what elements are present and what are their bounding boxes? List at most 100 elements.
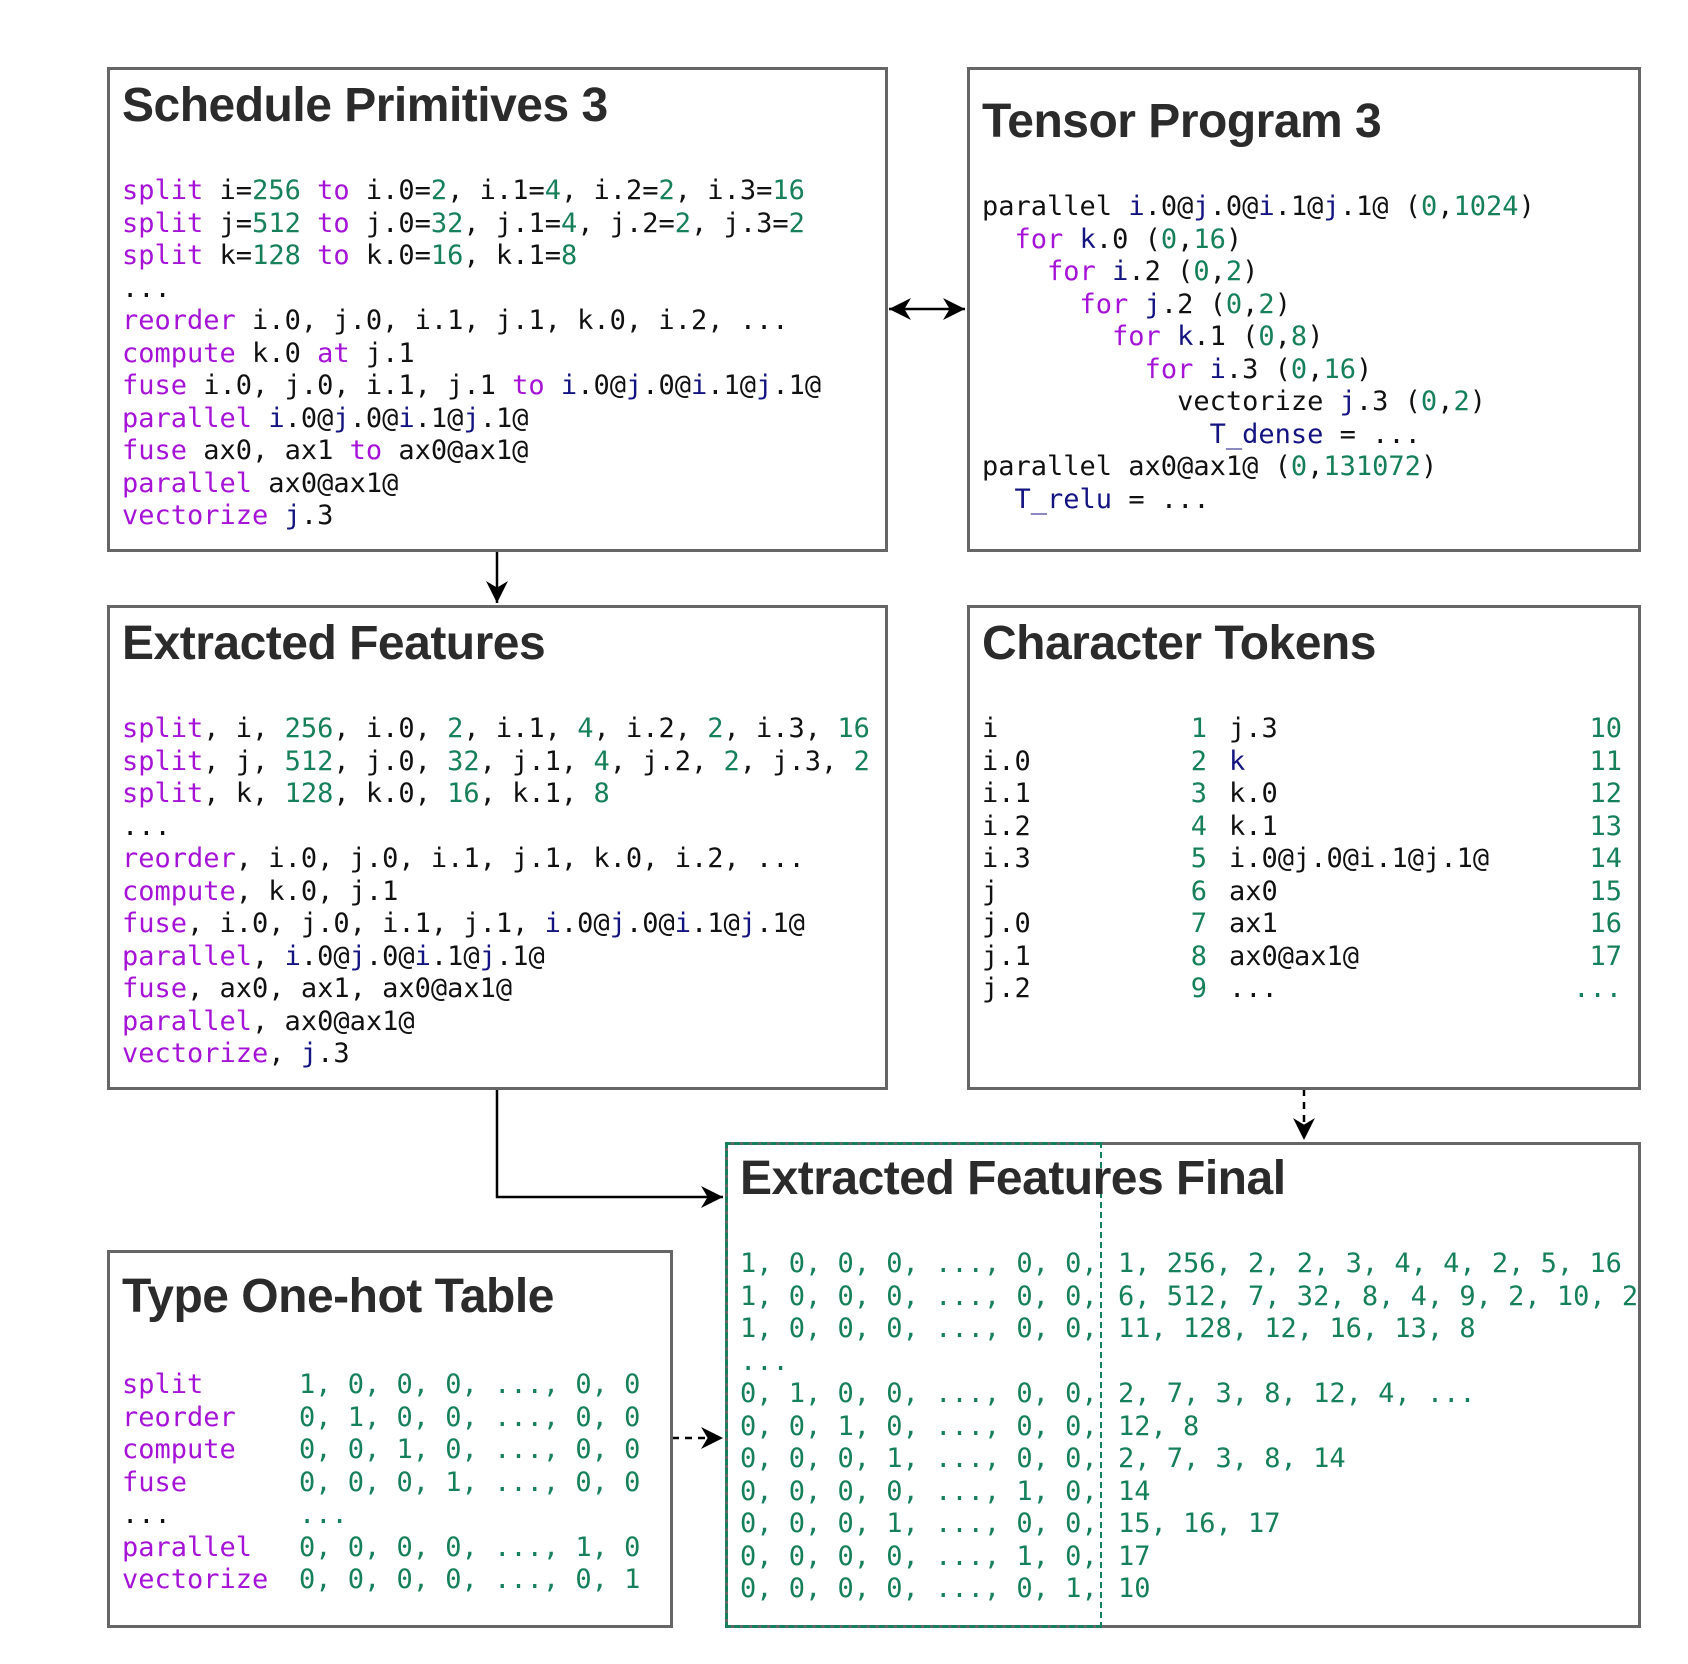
code-token: i: [1209, 353, 1226, 385]
code-token: ): [1355, 353, 1373, 385]
code-token: T_relu: [1014, 483, 1113, 515]
code-token: ,: [1437, 191, 1454, 222]
code-token: ,: [1177, 223, 1194, 255]
onehot-part: 1, 0, 0, 0, ..., 0, 0,: [740, 1248, 1098, 1279]
onehot-part: 1, 0, 0, 0, ..., 0, 0,: [740, 1280, 1098, 1312]
code-line: vectorize, j.3: [122, 1038, 870, 1071]
code-token: , i.3,: [723, 713, 838, 744]
code-token: .1@: [772, 370, 822, 401]
code-token: i: [398, 402, 415, 434]
feature-part: 1, 256, 2, 2, 3, 4, 4, 2, 5, 16: [1118, 1248, 1622, 1279]
token-id: 6: [1190, 875, 1207, 907]
code-token: k=: [203, 240, 253, 271]
code-token: vectorize: [982, 386, 1340, 417]
token-id: 1: [1190, 713, 1207, 744]
code-token: split: [122, 240, 204, 271]
feature-part: 2, 7, 3, 8, 14: [1118, 1443, 1346, 1474]
code-token: .0@: [284, 402, 334, 434]
extracted-features-title: Extracted Features: [122, 617, 546, 670]
code-token: ax0@ax1@: [252, 467, 399, 499]
feature-part: 15, 16, 17: [1118, 1508, 1281, 1539]
code-token: [1096, 256, 1112, 287]
token-name: ...: [1229, 973, 1278, 1004]
token-name: k.0: [1229, 778, 1278, 809]
code-token: i: [268, 402, 285, 434]
code-token: = ...: [1112, 483, 1210, 515]
token-id: 9: [1190, 973, 1207, 1004]
code-line: split, j, 512, j.0, 32, j.1, 4, j.2, 2, …: [122, 746, 870, 779]
token-id: 17: [1589, 940, 1622, 972]
code-token: .0@: [349, 402, 399, 434]
type-onehot-title: Type One-hot Table: [122, 1270, 554, 1323]
feature-part: 11, 128, 12, 16, 13, 8: [1118, 1313, 1476, 1344]
code-line: vectorize j.3: [122, 500, 821, 533]
code-token: j: [1339, 386, 1356, 417]
code-token: [545, 370, 561, 401]
token-id: 16: [1589, 908, 1622, 939]
code-line: parallel i.0@j.0@i.1@j.1@: [122, 403, 821, 436]
code-token: , j.1=: [463, 207, 561, 239]
code-line: parallel, i.0@j.0@i.1@j.1@: [122, 941, 870, 974]
code-token: to: [349, 435, 383, 466]
code-line: split, i, 256, i.0, 2, i.1, 4, i.2, 2, i…: [122, 713, 870, 746]
primitive-name: parallel: [122, 1531, 253, 1563]
code-token: vectorize: [122, 1038, 269, 1069]
onehot-part: ...: [740, 1345, 789, 1377]
character-tokens-title: Character Tokens: [982, 617, 1376, 670]
code-token: .1@: [495, 940, 545, 972]
code-token: j: [609, 908, 626, 939]
code-token: , j.2=: [577, 207, 675, 239]
onehot-region-border: [725, 1142, 1102, 1628]
token-name: k.1: [1229, 810, 1278, 842]
extracted-features-final-title: Extracted Features Final: [740, 1152, 1286, 1205]
code-token: 512: [284, 745, 334, 777]
feature-part: 6, 512, 7, 32, 8, 4, 9, 2, 10, 2: [1118, 1280, 1639, 1312]
feature-part: 14: [1118, 1475, 1151, 1507]
code-token: [1128, 289, 1144, 320]
code-token: i: [1112, 256, 1129, 287]
code-token: , j.1,: [479, 745, 594, 777]
code-line: fuse, ax0, ax1, ax0@ax1@: [122, 973, 870, 1006]
code-token: parallel: [122, 940, 253, 972]
code-token: i: [414, 940, 431, 972]
code-token: .0@: [625, 908, 675, 939]
code-token: split: [122, 175, 204, 206]
onehot-part: 0, 0, 0, 0, ..., 1, 0,: [740, 1540, 1098, 1572]
code-token: 8: [560, 240, 578, 271]
code-token: ,: [252, 940, 285, 972]
code-token: i: [284, 940, 301, 972]
code-token: 2: [707, 713, 724, 744]
schedule-primitives-box: Schedule Primitives 3 split i=256 to i.0…: [107, 67, 888, 552]
token-name: ax0: [1229, 875, 1278, 907]
onehot-vector: 0, 1, 0, 0, ..., 0, 0: [299, 1401, 641, 1433]
tensor-code: parallel i.0@j.0@i.1@j.1@ (0,1024) for k…: [982, 191, 1535, 516]
code-token: to: [300, 207, 350, 239]
code-token: fuse: [122, 370, 188, 401]
code-token: 1024: [1453, 191, 1519, 222]
code-token: , k.1,: [479, 778, 594, 809]
code-token: .0@: [300, 940, 350, 972]
code-line: parallel, ax0@ax1@: [122, 1006, 870, 1039]
onehot-vector: 0, 0, 0, 1, ..., 0, 0: [299, 1466, 641, 1498]
code-token: reorder: [122, 843, 236, 874]
code-token: .0@: [1144, 191, 1194, 222]
onehot-part: 0, 0, 0, 1, ..., 0, 0,: [740, 1443, 1098, 1474]
token-id: 13: [1589, 810, 1622, 842]
code-token: .1@: [414, 402, 464, 434]
code-token: [982, 224, 1015, 255]
code-token: 131072: [1323, 451, 1421, 482]
code-token: ,: [1307, 353, 1324, 385]
code-token: .0 (: [1095, 223, 1161, 255]
code-token: T_dense: [1209, 418, 1324, 450]
code-token: , j.3,: [739, 745, 854, 777]
code-token: k.0=: [349, 240, 431, 271]
